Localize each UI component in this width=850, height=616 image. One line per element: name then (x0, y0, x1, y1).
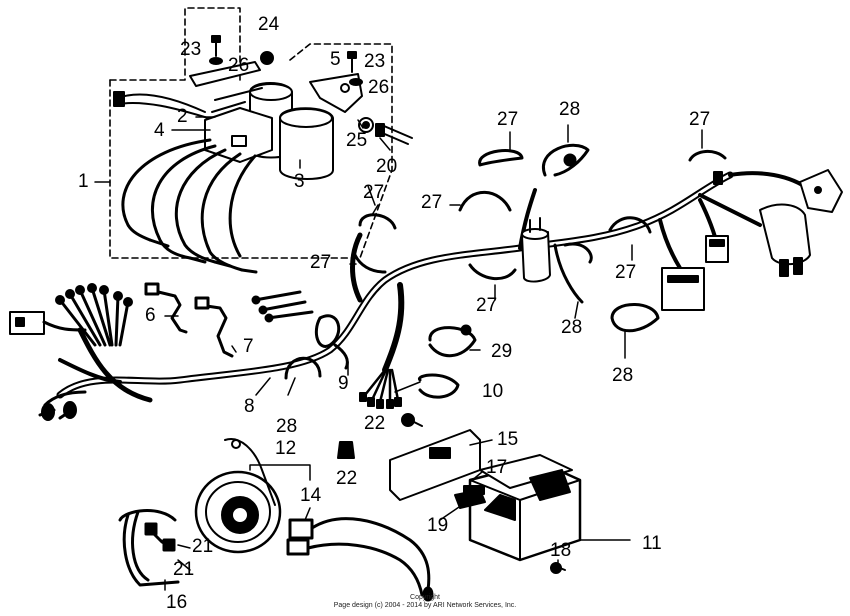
callout-20: 20 (376, 156, 398, 177)
right-side-components (661, 169, 843, 311)
copyright-line-1: Copyright (410, 594, 440, 601)
horn-wires (286, 517, 434, 602)
callout-9: 9 (338, 373, 349, 394)
callout-24: 24 (258, 14, 280, 35)
condenser (521, 217, 551, 283)
spark-plug-leads (121, 138, 258, 274)
callout-14: 14 (300, 485, 322, 506)
callout-27-a: 27 (497, 109, 519, 130)
wire-clamps (284, 143, 727, 399)
callout-27-c: 27 (363, 182, 385, 203)
callout-23-right: 23 (364, 51, 386, 72)
callout-23-left: 23 (180, 39, 202, 60)
callout-27-b: 27 (689, 109, 711, 130)
callout-27-g: 27 (615, 262, 637, 283)
copyright-notice: Copyright Page design (c) 2004 - 2014 by… (280, 594, 570, 610)
coil-hardware (209, 35, 413, 145)
bolts-22 (337, 413, 423, 459)
callout-19: 19 (427, 515, 449, 536)
callout-11: 11 (642, 533, 662, 554)
callout-5: 5 (330, 49, 341, 70)
ground-cable (118, 509, 180, 587)
callout-7: 7 (243, 336, 254, 357)
callout-2: 2 (177, 106, 188, 127)
copyright-line-2: Page design (c) 2004 - 2014 by ARI Netwo… (333, 602, 517, 610)
callout-28-a: 28 (559, 99, 581, 120)
callout-10: 10 (482, 381, 504, 402)
callout-3: 3 (294, 171, 305, 192)
callout-26-right: 26 (368, 77, 390, 98)
callout-21-upper: 21 (192, 536, 214, 557)
callout-29: 29 (491, 341, 513, 362)
leader-lines (94, 116, 703, 591)
callout-4: 4 (154, 120, 165, 141)
main-wire-harness (9, 171, 812, 421)
callout-27-f: 27 (476, 295, 498, 316)
callout-22-upper: 22 (364, 413, 386, 434)
callout-8: 8 (244, 396, 255, 417)
callout-12: 12 (275, 438, 297, 459)
callout-25: 25 (346, 130, 368, 151)
callout-27-e: 27 (310, 252, 332, 273)
callout-18: 18 (550, 540, 572, 561)
callout-16: 16 (166, 592, 188, 613)
callout-28-c: 28 (612, 365, 634, 386)
callout-28-b: 28 (561, 317, 583, 338)
callout-21-lower: 21 (173, 559, 195, 580)
callout-22-lower: 22 (336, 468, 358, 489)
callout-28-d: 28 (276, 416, 298, 437)
callout-1: 1 (78, 171, 89, 192)
spark-plug-caps (144, 282, 314, 358)
horn (194, 438, 282, 554)
battery-box (389, 429, 582, 574)
callout-26-left: 26 (228, 55, 250, 76)
ignition-coil-assembly (113, 61, 363, 180)
callout-17: 17 (486, 457, 508, 478)
callout-27-d: 27 (421, 192, 443, 213)
callout-15: 15 (497, 429, 519, 450)
callout-6: 6 (145, 305, 156, 326)
